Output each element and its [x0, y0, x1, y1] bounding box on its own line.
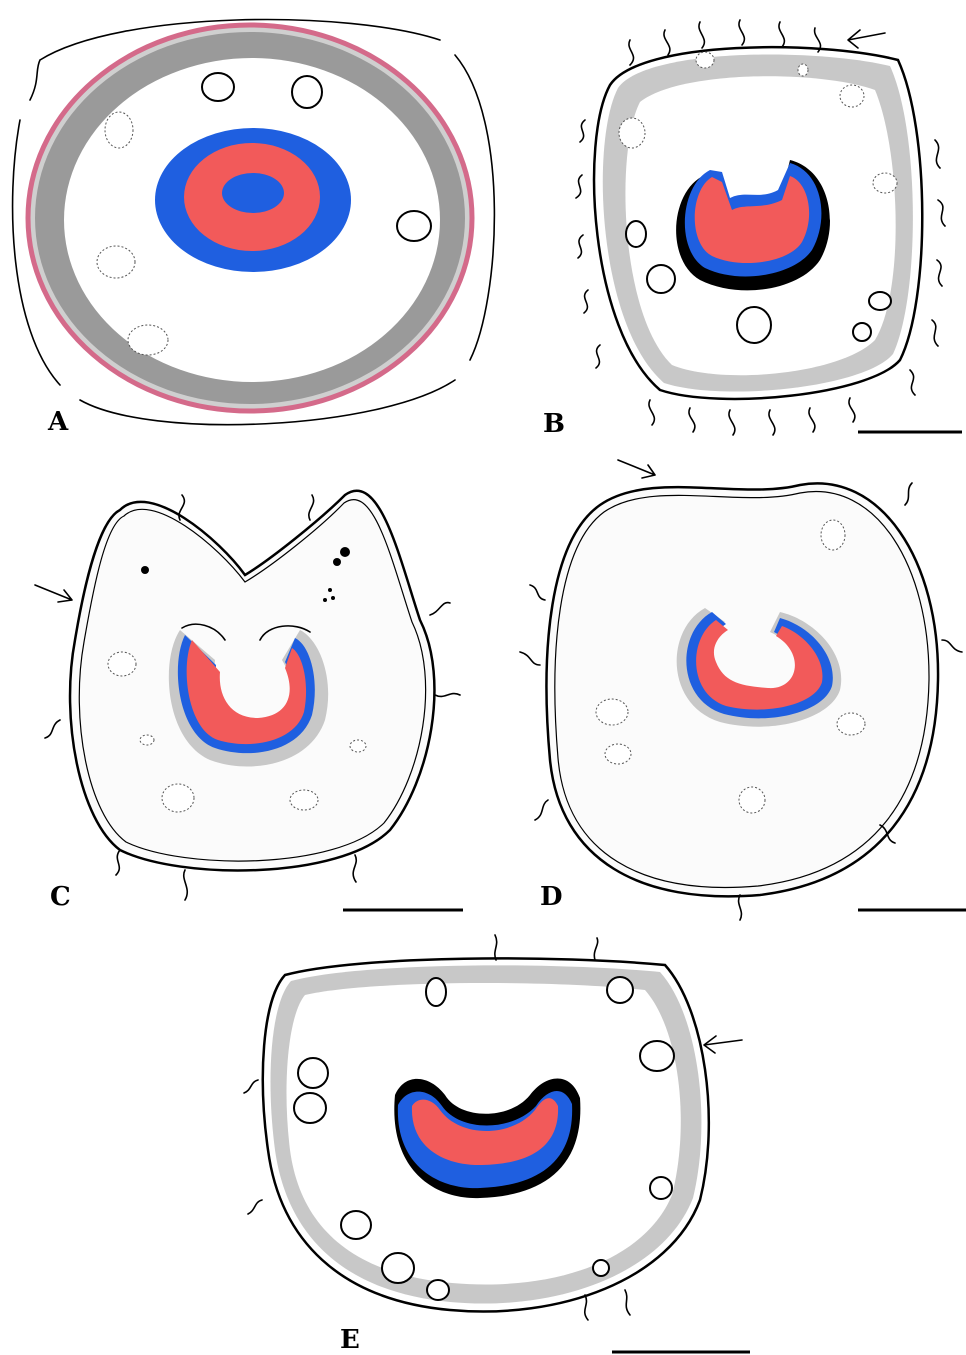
panel-c-dot	[333, 558, 341, 566]
panel-b-vacuole	[619, 118, 645, 148]
panel-c-dot	[331, 596, 335, 600]
panel-c-label: C	[50, 882, 71, 912]
panel-b-vacuole	[840, 85, 864, 107]
panel-a-vacuole	[202, 73, 234, 101]
panel-c-dot	[323, 598, 327, 602]
panel-c-cell-wall	[70, 491, 434, 871]
panel-d-vacuole	[605, 744, 631, 764]
panel-b-arrow	[848, 30, 885, 48]
panel-b-vacuole	[737, 307, 771, 343]
panel-c-vacuole	[162, 784, 194, 812]
panel-b-vacuole	[873, 173, 897, 193]
panel-e-vacuole	[298, 1058, 328, 1088]
panel-b-label: B	[543, 409, 565, 439]
panel-e-vacuole	[426, 978, 446, 1006]
panel-a-vacuole	[292, 76, 322, 108]
panel-e-vacuole	[427, 1280, 449, 1300]
panel-a-vacuole	[128, 325, 168, 355]
panel-e-vacuole	[382, 1253, 414, 1283]
panel-a-vacuole	[97, 246, 135, 278]
panel-a-vacuole	[397, 211, 431, 241]
panel-d-vacuole	[837, 713, 865, 735]
panel-a-vacuole	[105, 112, 133, 148]
panel-d-arrow	[618, 460, 655, 478]
panel-b-vacuole	[696, 52, 714, 68]
panel-e-vacuole	[640, 1041, 674, 1071]
panel-b-vacuole	[626, 221, 646, 247]
panel-d-vacuole	[821, 520, 845, 550]
panel-e-label: E	[340, 1325, 360, 1355]
panel-b: B	[543, 20, 962, 439]
panel-e: E	[244, 935, 750, 1355]
panel-b-vacuole	[869, 292, 891, 310]
panel-e-vacuole	[593, 1260, 609, 1276]
panel-c-vacuole	[290, 790, 318, 810]
panel-c-vacuole	[108, 652, 136, 676]
panel-e-vacuole	[650, 1177, 672, 1199]
panel-e-arrow	[704, 1036, 742, 1053]
panel-d-vacuole	[739, 787, 765, 813]
panel-c-dot	[141, 566, 149, 574]
panel-c-dot	[328, 588, 332, 592]
panel-e-vacuole	[294, 1093, 326, 1123]
panel-b-vacuole	[647, 265, 675, 293]
panel-c-dot	[340, 547, 350, 557]
panel-d-label: D	[540, 882, 563, 912]
panel-d: D	[520, 460, 966, 920]
panel-a-blue-center	[222, 173, 284, 213]
panel-c: C	[35, 491, 463, 912]
panel-b-vacuole	[798, 64, 808, 76]
panel-a: A	[13, 20, 495, 437]
panel-b-vacuole	[853, 323, 871, 341]
panel-a-label: A	[47, 407, 69, 437]
panel-e-vacuole	[607, 977, 633, 1003]
panel-c-arrow	[35, 585, 72, 602]
panel-e-vacuole	[341, 1211, 371, 1239]
panel-c-vacuole	[140, 735, 154, 745]
panel-c-vacuole	[350, 740, 366, 752]
panel-d-vacuole	[596, 699, 628, 725]
